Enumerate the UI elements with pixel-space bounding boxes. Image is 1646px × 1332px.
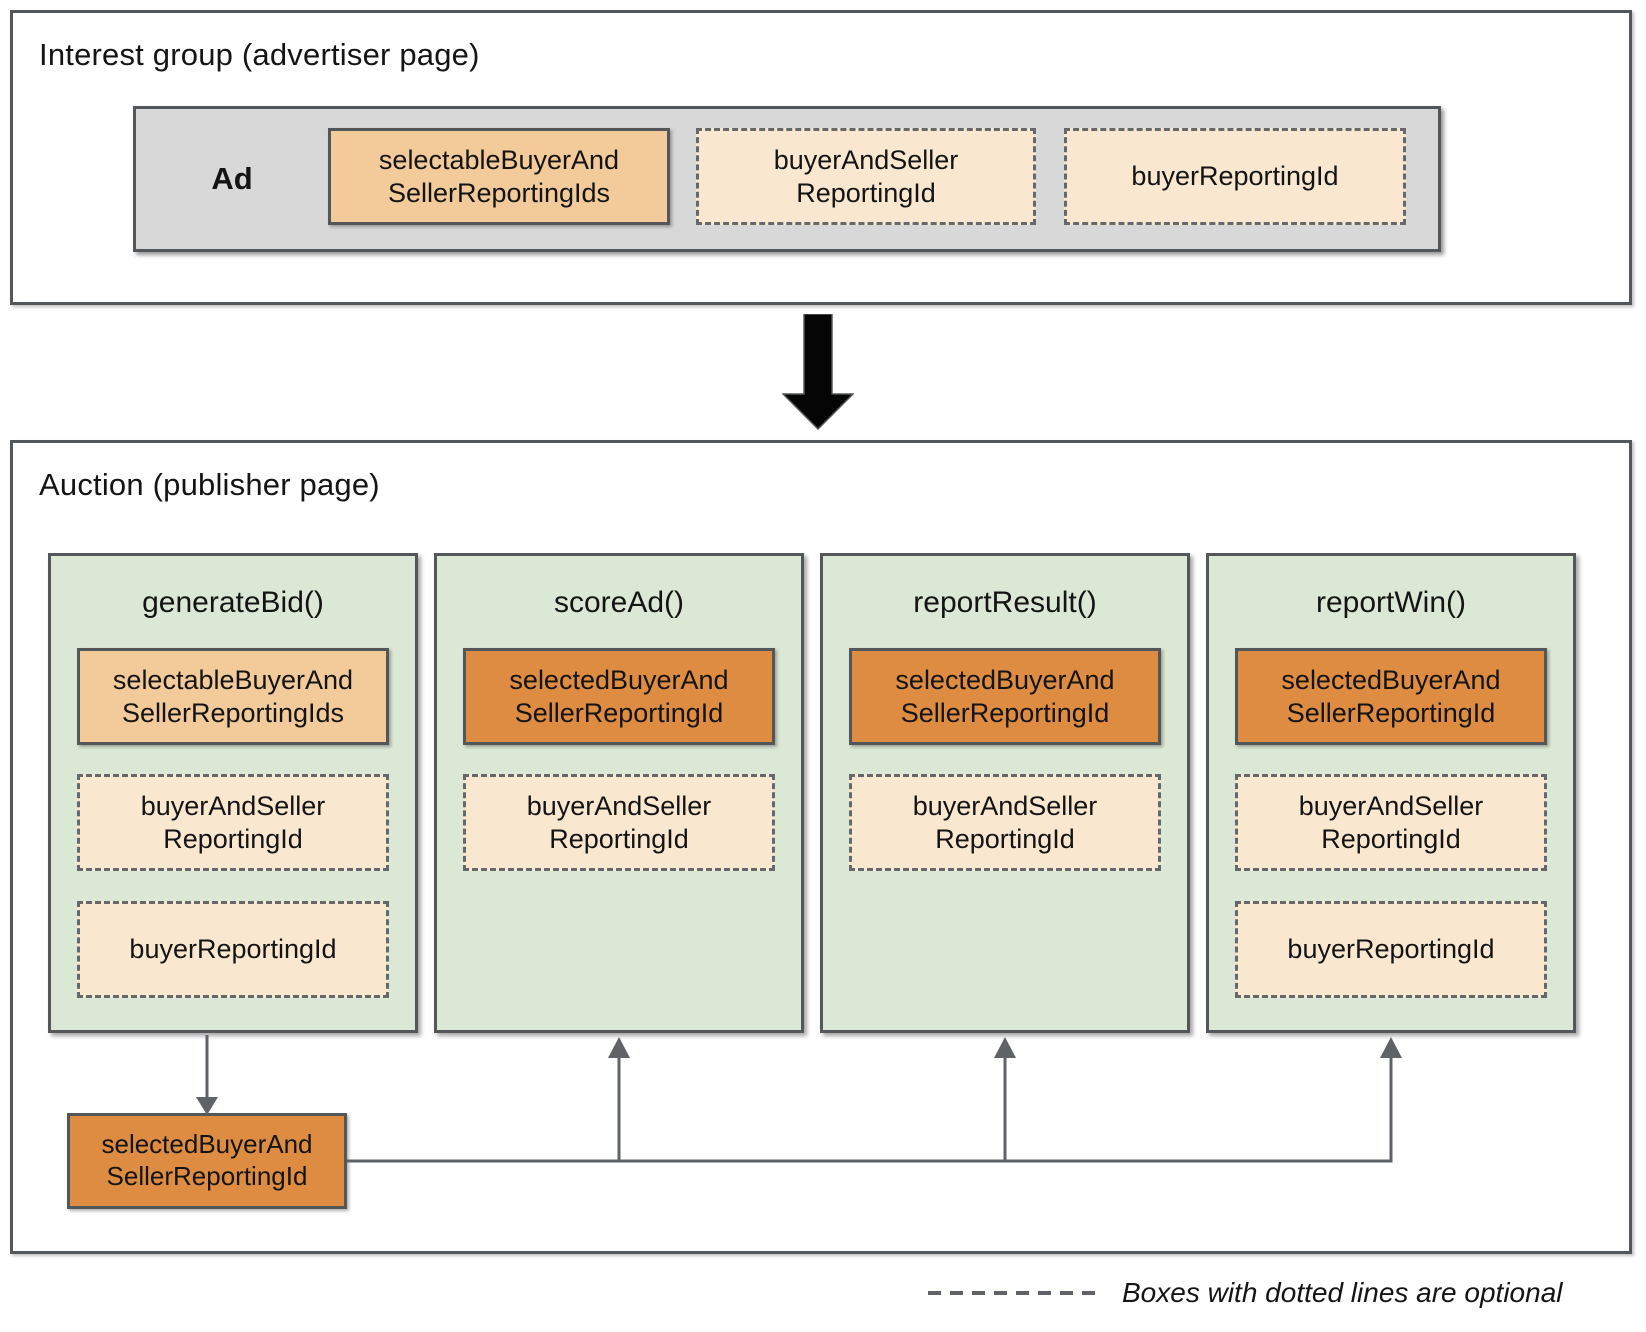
function-title: generateBid() — [142, 586, 324, 619]
param-line: selectableBuyerAnd — [112, 664, 354, 695]
param-buyerReportingId: buyerReportingId — [1235, 901, 1547, 998]
param-line: ReportingId — [1321, 823, 1461, 854]
param-line: selectedBuyerAnd — [1281, 664, 1501, 695]
interest-to-auction-arrow — [782, 314, 854, 430]
ad-container: Ad selectableBuyerAnd SellerReportingIds… — [133, 106, 1441, 252]
param-line: selectedBuyerAnd — [101, 1129, 313, 1160]
column-reportWin: reportWin() selectedBuyerAnd SellerRepor… — [1206, 553, 1576, 1033]
param-line: ReportingId — [549, 823, 689, 854]
param-buyerAndSellerReportingId: buyerAndSeller ReportingId — [77, 774, 389, 871]
param-selectedBuyerAndSellerReportingId: selectedBuyerAnd SellerReportingId — [849, 648, 1161, 745]
param-line: SellerReportingId — [514, 697, 724, 728]
param-line: selectableBuyerAnd — [378, 144, 620, 175]
param-line: buyerReportingId — [1131, 161, 1339, 192]
selected-output-box: selectedBuyerAnd SellerReportingId — [67, 1113, 347, 1209]
param-line: ReportingId — [796, 177, 936, 208]
param-selectedBuyerAndSellerReportingId: selectedBuyerAnd SellerReportingId — [463, 648, 775, 745]
interest-group-section: Interest group (advertiser page) Ad sele… — [10, 10, 1632, 305]
param-line: SellerReportingIds — [387, 177, 611, 208]
function-title: scoreAd() — [553, 586, 685, 619]
param-buyerReportingId: buyerReportingId — [77, 901, 389, 998]
param-line: SellerReportingIds — [121, 697, 345, 728]
param-line: buyerAndSeller — [773, 144, 959, 175]
param-line: SellerReportingId — [900, 697, 1110, 728]
param-selectableBuyerAndSellerReportingIds: selectableBuyerAnd SellerReportingIds — [328, 128, 670, 225]
ad-label: Ad — [211, 161, 253, 196]
function-title: reportWin() — [1315, 586, 1466, 619]
param-line: ReportingId — [935, 823, 1075, 854]
column-generateBid: generateBid() selectableBuyerAnd SellerR… — [48, 553, 418, 1033]
interest-group-title: Interest group (advertiser page) — [39, 37, 480, 72]
param-line: SellerReportingId — [1286, 697, 1496, 728]
column-scoreAd: scoreAd() selectedBuyerAnd SellerReporti… — [434, 553, 804, 1033]
param-line: buyerReportingId — [129, 934, 337, 965]
param-line: SellerReportingId — [106, 1161, 308, 1191]
auction-section: Auction (publisher page) generateBid() s… — [10, 440, 1632, 1254]
param-line: selectedBuyerAnd — [895, 664, 1115, 695]
param-line: buyerAndSeller — [912, 790, 1098, 821]
param-selectedBuyerAndSellerReportingId: selectedBuyerAnd SellerReportingId — [1235, 648, 1547, 745]
param-line: buyerAndSeller — [140, 790, 326, 821]
param-line: selectedBuyerAnd — [509, 664, 729, 695]
down-arrow-icon — [782, 314, 854, 430]
param-buyerAndSellerReportingId: buyerAndSeller ReportingId — [849, 774, 1161, 871]
function-title: reportResult() — [913, 586, 1097, 619]
param-line: buyerAndSeller — [526, 790, 712, 821]
auction-title: Auction (publisher page) — [39, 467, 380, 502]
param-buyerReportingId: buyerReportingId — [1064, 128, 1406, 225]
param-buyerAndSellerReportingId: buyerAndSeller ReportingId — [1235, 774, 1547, 871]
param-line: buyerAndSeller — [1298, 790, 1484, 821]
param-buyerAndSellerReportingId: buyerAndSeller ReportingId — [463, 774, 775, 871]
legend-text: Boxes with dotted lines are optional — [1122, 1277, 1563, 1308]
param-line: buyerReportingId — [1287, 934, 1495, 965]
param-line: ReportingId — [163, 823, 303, 854]
column-reportResult: reportResult() selectedBuyerAnd SellerRe… — [820, 553, 1190, 1033]
param-buyerAndSellerReportingId: buyerAndSeller ReportingId — [696, 128, 1036, 225]
param-selectableBuyerAndSellerReportingIds: selectableBuyerAnd SellerReportingIds — [77, 648, 389, 745]
